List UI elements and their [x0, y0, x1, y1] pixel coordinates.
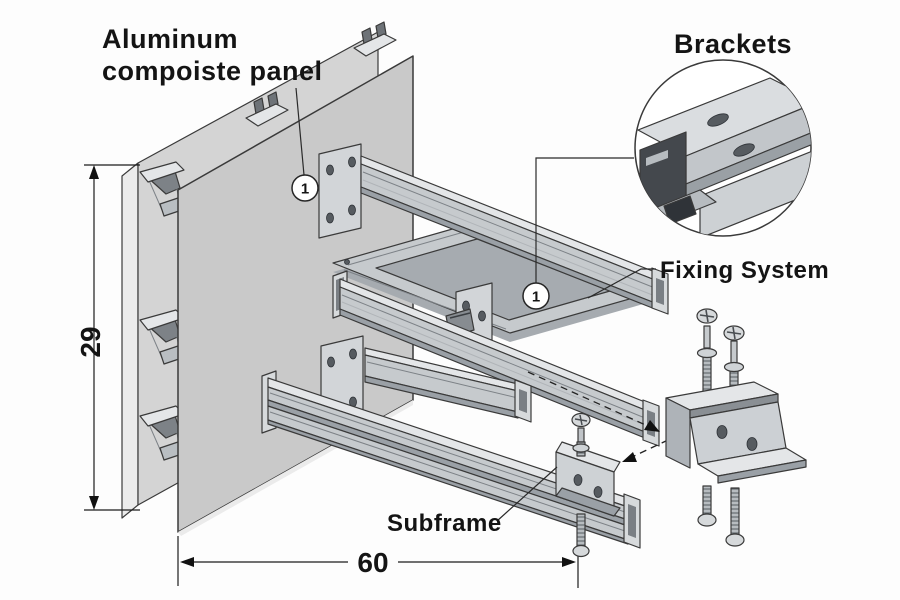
callout-1-panel-number: 1 — [301, 181, 309, 198]
callout-1-panel: 1 — [291, 174, 319, 202]
rail-lower — [364, 347, 532, 423]
clip-bracket-top-right — [353, 21, 397, 57]
exploded-fixing-bracket — [665, 308, 807, 547]
channel-bracket — [665, 381, 807, 484]
callout-1-bracket-number: 1 — [532, 289, 540, 306]
leader-lines — [295, 87, 656, 522]
explosion-lines — [527, 371, 669, 462]
rail-top — [360, 155, 669, 315]
fixing-system-label: Fixing System — [660, 257, 829, 284]
panel-label-line2: compoiste panel — [102, 56, 323, 86]
screw-bottom-right — [725, 487, 745, 547]
dimension-width-value: 60 — [357, 547, 388, 578]
screw-bottom-left — [697, 485, 717, 527]
callout-1-bracket: 1 — [522, 282, 550, 310]
panel-label-line1: Aluminum — [102, 24, 238, 54]
subframe-rail — [261, 370, 641, 549]
subframe-label: Subframe — [387, 510, 502, 537]
labels: Aluminum compoiste panel Brackets Fixing… — [102, 24, 829, 537]
dimension-height-value: 29 — [75, 326, 106, 357]
rail-middle — [332, 270, 660, 447]
brackets-label: Brackets — [674, 29, 792, 59]
rail-connection-bracket — [555, 441, 621, 517]
subframe-screw — [571, 412, 591, 558]
dimension-width: 60 — [177, 536, 579, 588]
dimension-height: 29 — [75, 164, 140, 511]
clip-bracket-top-left — [245, 91, 289, 127]
flange-plate-top — [318, 143, 362, 239]
